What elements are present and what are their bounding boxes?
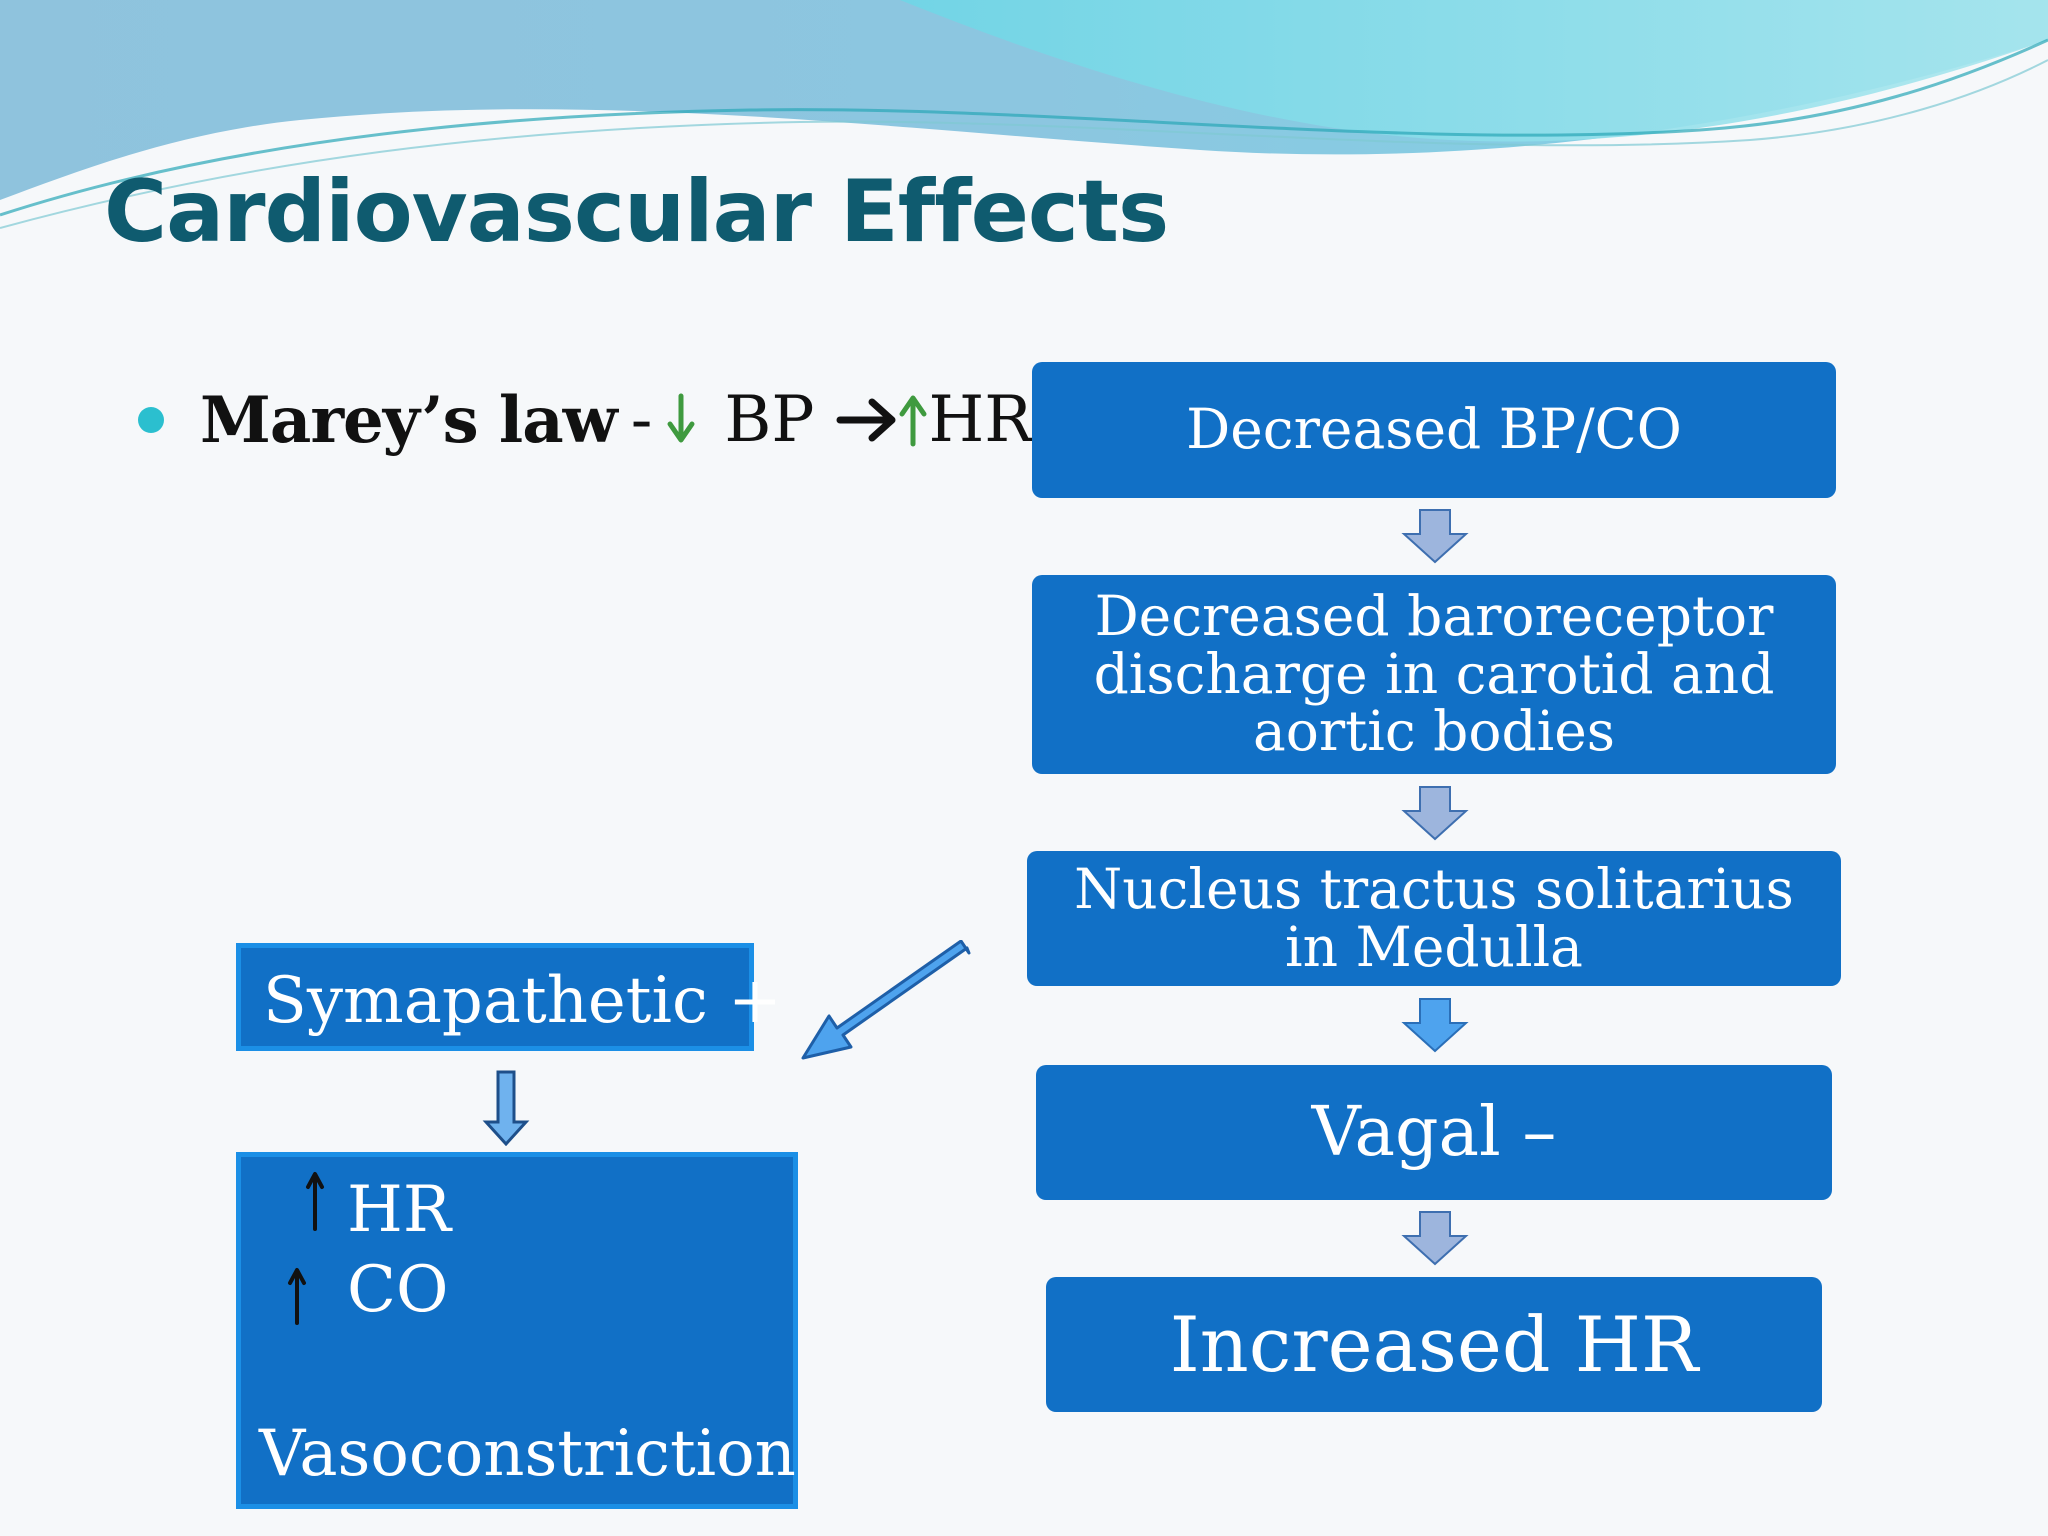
flow-step-label: Decreased baroreceptor discharge in caro… — [1093, 583, 1775, 764]
bullet-separator: - — [630, 383, 653, 457]
flow-step-label: Vagal – — [1311, 1092, 1557, 1172]
flow-down-arrow-icon — [1401, 509, 1469, 564]
arrow-up-icon — [288, 1268, 306, 1325]
flow-step-decreased-bp: Decreased BP/CO — [1032, 362, 1836, 498]
bullet-hr: HR — [928, 383, 1033, 457]
arrow-up-icon — [306, 1172, 324, 1231]
header-wave-decoration — [0, 0, 2048, 229]
effect-hr: HR — [347, 1173, 451, 1247]
arrow-right-icon — [836, 398, 896, 442]
sympathetic-box: Symapathetic + — [236, 943, 782, 1051]
flow-step-baroreceptor: Decreased baroreceptor discharge in caro… — [1032, 575, 1836, 774]
sympathetic-down-arrow-icon — [482, 1070, 530, 1146]
flow-step-nts-medulla: Nucleus tractus solitarius in Medulla — [1027, 851, 1841, 986]
bullet-mareys-law: Marey’s law - BP HR — [138, 380, 1032, 460]
slide-title: Cardiovascular Effects — [104, 162, 1169, 262]
bullet-dot-icon — [138, 407, 164, 433]
sympathetic-label: Symapathetic + — [263, 964, 782, 1038]
flow-step-label: Nucleus tractus solitarius in Medulla — [1074, 856, 1794, 979]
flow-down-arrow-icon — [1401, 786, 1469, 841]
flow-step-increased-hr: Increased HR — [1046, 1277, 1822, 1412]
effect-co: CO — [347, 1253, 449, 1327]
bullet-bp: BP — [724, 383, 815, 457]
arrow-up-icon — [899, 395, 927, 447]
arrow-down-icon — [667, 393, 695, 443]
sympathetic-effects-box: HR CO Vasoconstriction — [236, 1152, 798, 1509]
diagonal-arrow-icon — [801, 940, 971, 1060]
flow-down-arrow-icon — [1401, 998, 1469, 1053]
flow-down-arrow-icon — [1401, 1211, 1469, 1266]
flow-step-vagal: Vagal – — [1036, 1065, 1832, 1200]
bullet-label: Marey’s law — [200, 382, 618, 458]
flow-step-label: Increased HR — [1169, 1299, 1699, 1389]
effect-vasoconstriction: Vasoconstriction — [259, 1417, 796, 1491]
flow-step-label: Decreased BP/CO — [1186, 397, 1682, 462]
